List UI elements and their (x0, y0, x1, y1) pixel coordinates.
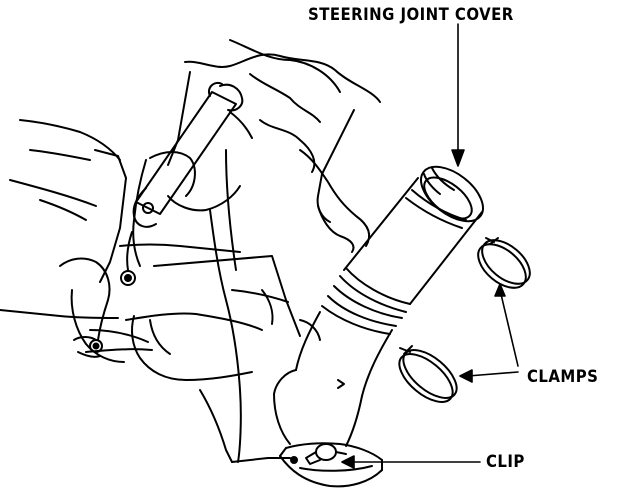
leader-lines (341, 23, 519, 469)
clamp-upper (477, 237, 531, 289)
clip-part (305, 443, 347, 465)
steering-shaft (73, 82, 253, 358)
clip-label: CLIP (486, 452, 525, 472)
clamp-lower (398, 345, 458, 403)
steering-joint-cover-label: STEERING JOINT COVER (308, 5, 514, 25)
clamps-label: CLAMPS (527, 367, 599, 387)
steering-joint-cover (273, 165, 484, 488)
chassis-linework (0, 39, 381, 463)
